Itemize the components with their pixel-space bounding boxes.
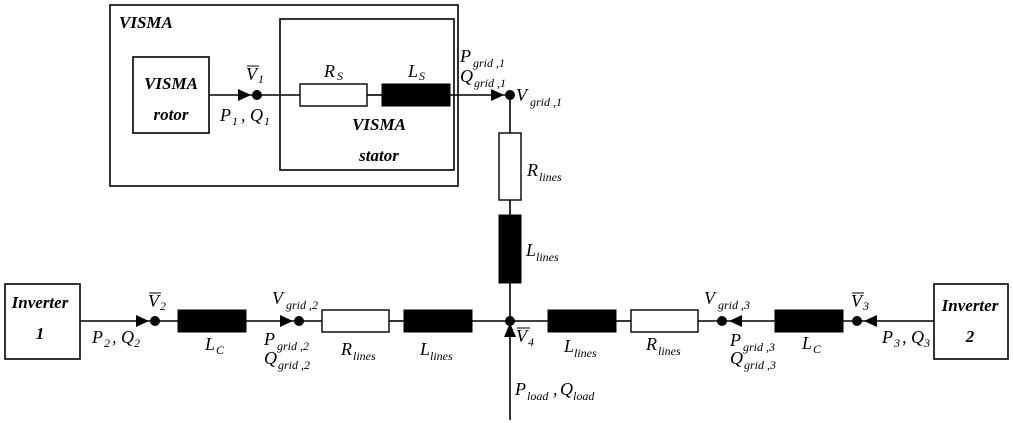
inverter1-label-1: Inverter [11, 293, 69, 312]
label-rlines-l-sub: lines [353, 349, 376, 363]
label-qgrid3-sub: grid ,3 [744, 358, 776, 372]
arrow-pgrid2 [280, 315, 293, 327]
inductor-llines-right [547, 309, 617, 333]
inverter2-box [933, 283, 1009, 360]
arrow-pgrid3 [729, 315, 742, 327]
label-vgrid1-sub: grid ,1 [530, 95, 562, 109]
label-qload-sub: load [573, 389, 595, 403]
label-rlines-r: R [645, 334, 657, 354]
node-v1 [252, 90, 262, 100]
label-pgrid1-sub: grid ,1 [473, 56, 505, 70]
inductor-llines-vertical [498, 214, 522, 284]
label-p2: P [91, 327, 103, 347]
inductor-lc-right [774, 309, 844, 333]
label-p1-comma: , [241, 105, 246, 125]
visma-outer-label: VISMA [119, 13, 173, 32]
label-lc-left-sub: C [216, 343, 225, 357]
inverter2-label-2: 2 [965, 327, 975, 346]
label-p2-sub: 2 [104, 336, 110, 350]
inductor-lc-left [177, 309, 247, 333]
label-vgrid3: V [704, 288, 717, 308]
node-vgrid3 [717, 316, 727, 326]
label-v4-sub: 4 [528, 335, 534, 349]
label-v3-sub: 3 [862, 299, 869, 313]
label-pgrid3: P [729, 330, 741, 350]
label-pload: P [514, 379, 526, 399]
label-p3-sub: 3 [893, 336, 900, 350]
label-lc-right: L [801, 333, 812, 353]
arrow-p1 [238, 89, 251, 101]
label-v3: V [851, 291, 864, 311]
label-qgrid3: Q [730, 348, 743, 368]
label-rlines-v: R [526, 160, 538, 180]
label-llines-l-sub: lines [430, 349, 453, 363]
label-llines-v-sub: lines [536, 250, 559, 264]
inverter1-label-2: 1 [36, 324, 45, 343]
label-q2: Q [121, 327, 134, 347]
visma-rotor-label-2: rotor [154, 105, 189, 124]
label-qgrid1-sub: grid ,1 [474, 76, 506, 90]
visma-stator-label-1: VISMA [352, 115, 406, 134]
label-pload-comma: , [553, 379, 558, 399]
label-qgrid2-sub: grid ,2 [278, 358, 310, 372]
label-v1: V [246, 64, 259, 84]
label-vgrid3-sub: grid ,3 [718, 298, 750, 312]
inverter2-label-1: Inverter [941, 296, 999, 315]
label-pgrid2-sub: grid ,2 [277, 339, 309, 353]
label-q2-sub: 2 [134, 336, 140, 350]
label-ls-sub: S [419, 69, 425, 83]
label-lc-right-sub: C [813, 342, 822, 356]
label-pgrid1: P [459, 46, 471, 66]
node-v2 [150, 316, 160, 326]
arrow-p3 [864, 315, 877, 327]
label-llines-r-sub: lines [574, 346, 597, 360]
label-rlines-r-sub: lines [658, 344, 681, 358]
label-v2: V [148, 291, 161, 311]
label-p3: P [881, 327, 893, 347]
label-vgrid2-sub: grid ,2 [286, 298, 318, 312]
label-pgrid2: P [263, 329, 275, 349]
visma-rotor-label-1: VISMA [144, 74, 198, 93]
label-p1-sub: 1 [232, 114, 238, 128]
resistor-rs [299, 83, 368, 107]
resistor-rlines-left [321, 309, 390, 333]
label-vgrid1: V [516, 85, 529, 105]
label-llines-l: L [419, 339, 430, 359]
label-ls: L [407, 61, 418, 81]
label-p1: P [219, 105, 231, 125]
label-q3: Q [911, 327, 924, 347]
inductor-llines-left [403, 309, 473, 333]
label-pload-sub: load [527, 389, 549, 403]
label-v4: V [516, 326, 529, 346]
label-qgrid2: Q [264, 348, 277, 368]
label-q1-sub: 1 [264, 114, 270, 128]
visma-stator-label-2: stator [358, 146, 399, 165]
label-qload: Q [560, 379, 573, 399]
label-p2-comma: , [112, 327, 117, 347]
arrow-pgrid1 [491, 89, 504, 101]
inductor-ls [381, 83, 451, 107]
label-qgrid1: Q [460, 66, 473, 86]
resistor-rlines-vertical [498, 132, 522, 201]
label-v2-sub: 2 [160, 299, 166, 313]
label-v1-sub: 1 [258, 72, 264, 86]
label-llines-v: L [525, 240, 536, 260]
label-q1: Q [250, 105, 263, 125]
label-rlines-l: R [340, 339, 352, 359]
label-vgrid2: V [272, 288, 285, 308]
label-q3-sub: 3 [923, 336, 930, 350]
arrow-p2 [136, 315, 149, 327]
label-rlines-v-sub: lines [539, 170, 562, 184]
node-vgrid2 [294, 316, 304, 326]
node-v3 [852, 316, 862, 326]
resistor-rlines-right [630, 309, 699, 333]
label-rs-sub: S [337, 69, 343, 83]
label-llines-r: L [563, 336, 574, 356]
label-p3-comma: , [902, 327, 907, 347]
label-pgrid3-sub: grid ,3 [743, 340, 775, 354]
label-lc-left: L [204, 334, 215, 354]
label-rs: R [323, 61, 335, 81]
